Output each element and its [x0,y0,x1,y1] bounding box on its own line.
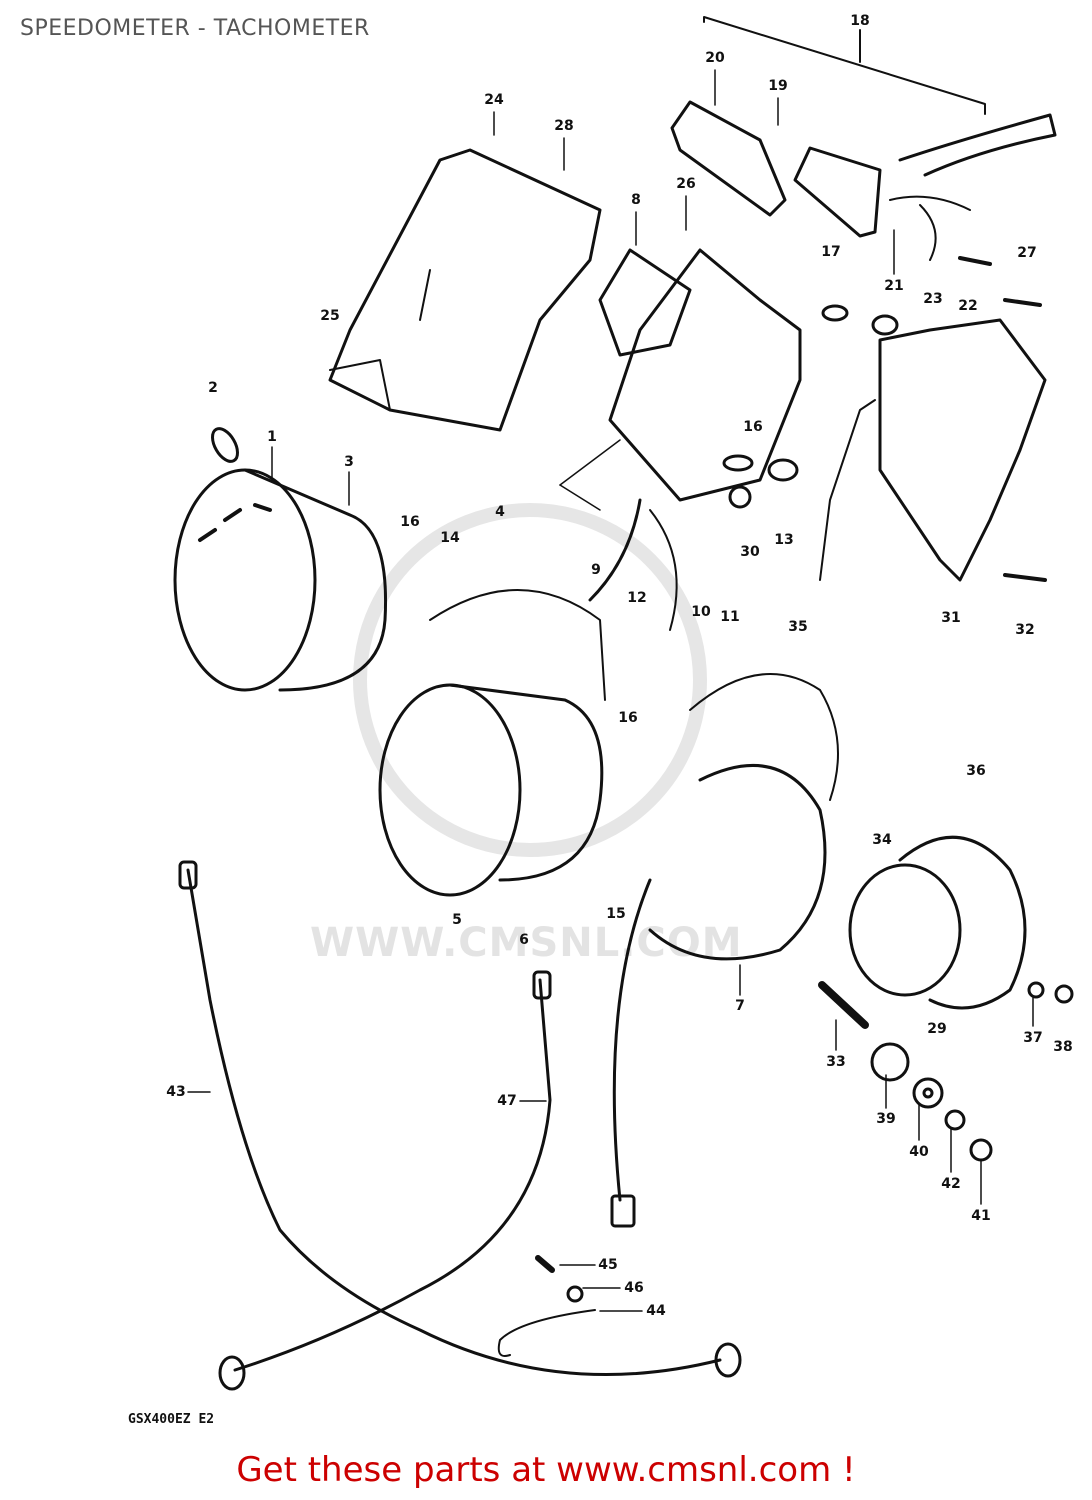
part-callout-40[interactable]: 40 [909,1144,929,1160]
grommet-39 [870,1042,910,1082]
part-callout-25[interactable]: 25 [320,308,340,324]
part-callout-30[interactable]: 30 [740,544,760,560]
part-callout-39[interactable]: 39 [876,1111,896,1127]
part-callout-16[interactable]: 16 [618,710,638,726]
part-callout-28[interactable]: 28 [554,118,574,134]
meter-bracket-31 [878,318,1047,582]
part-callout-42[interactable]: 42 [941,1176,961,1192]
part-callout-12[interactable]: 12 [627,590,647,606]
part-callout-17[interactable]: 17 [821,244,841,260]
model-code-label: GSX400EZ E2 [128,1412,215,1427]
tachometer-cable-47 [233,978,552,1372]
part-callout-34[interactable]: 34 [872,832,892,848]
part-callout-26[interactable]: 26 [676,176,696,192]
part-callout-18[interactable]: 18 [850,13,870,29]
nut-38 [1054,984,1074,1004]
part-callout-22[interactable]: 22 [958,298,978,314]
switch-housing-20 [670,100,787,217]
cable-15 [612,878,652,1202]
nut-37 [1027,981,1045,999]
part-callout-1[interactable]: 1 [267,429,277,445]
part-callout-27[interactable]: 27 [1017,245,1037,261]
page-title: SPEEDOMETER - TACHOMETER [20,16,370,41]
nut-41 [969,1138,993,1162]
cable-end-47-top [532,970,552,1000]
speedometer-1 [173,468,317,692]
switch-body-17 [793,146,882,238]
part-callout-16[interactable]: 16 [743,419,763,435]
part-callout-38[interactable]: 38 [1053,1039,1073,1055]
part-callout-2[interactable]: 2 [208,380,218,396]
part-callout-31[interactable]: 31 [941,610,961,626]
part-callout-8[interactable]: 8 [631,192,641,208]
part-callout-16[interactable]: 16 [400,514,420,530]
part-callout-24[interactable]: 24 [484,92,504,108]
part-callout-4[interactable]: 4 [495,504,505,520]
connector-15 [610,1194,636,1228]
indicator-base-5 [608,248,802,502]
part-callout-37[interactable]: 37 [1023,1030,1043,1046]
meter-cover-24 [328,148,602,432]
part-callout-20[interactable]: 20 [705,50,725,66]
meter-case-inner [848,863,962,997]
part-callout-21[interactable]: 21 [884,278,904,294]
cable-end-47-bottom [714,1342,742,1378]
cable-end-43-top [178,860,198,890]
group-bracket-18 [703,16,986,115]
part-callout-10[interactable]: 10 [691,604,711,620]
washer-46 [566,1285,584,1303]
part-callout-44[interactable]: 44 [646,1303,666,1319]
meter-case-34 [898,835,1027,1010]
bolt-33 [818,981,869,1029]
part-callout-19[interactable]: 19 [768,78,788,94]
part-callout-9[interactable]: 9 [591,562,601,578]
part-callout-29[interactable]: 29 [927,1021,947,1037]
part-callout-5[interactable]: 5 [452,912,462,928]
indicator-panel-8 [598,248,692,357]
part-callout-35[interactable]: 35 [788,619,808,635]
part-callout-41[interactable]: 41 [971,1208,991,1224]
part-callout-14[interactable]: 14 [440,530,460,546]
cable-end-43-bottom [218,1355,246,1391]
part-callout-15[interactable]: 15 [606,906,626,922]
meter-case-7 [648,764,827,961]
part-callout-43[interactable]: 43 [166,1084,186,1100]
part-callout-45[interactable]: 45 [598,1257,618,1273]
washer-40 [912,1077,944,1109]
cable-12 [588,498,642,602]
part-callout-6[interactable]: 6 [519,932,529,948]
part-callout-46[interactable]: 46 [624,1280,644,1296]
cable-10 [649,509,678,631]
switch-lever [898,113,1057,177]
promo-link[interactable]: Get these parts at www.cmsnl.com ! [236,1450,856,1490]
screw-45 [535,1255,555,1273]
part-callout-11[interactable]: 11 [720,609,740,625]
part-callout-36[interactable]: 36 [966,763,986,779]
part-callout-7[interactable]: 7 [735,998,745,1014]
part-callout-47[interactable]: 47 [497,1093,517,1109]
washer-42 [944,1109,966,1131]
part-callout-33[interactable]: 33 [826,1054,846,1070]
part-callout-3[interactable]: 3 [344,454,354,470]
part-callout-13[interactable]: 13 [774,532,794,548]
speedometer-cable-43 [186,868,722,1376]
watermark-logo-icon [353,503,707,857]
part-callout-32[interactable]: 32 [1015,622,1035,638]
meter-case-36 [689,673,839,801]
part-callout-23[interactable]: 23 [923,291,943,307]
bulb-2 [211,427,239,463]
clamp-44 [497,1309,596,1357]
